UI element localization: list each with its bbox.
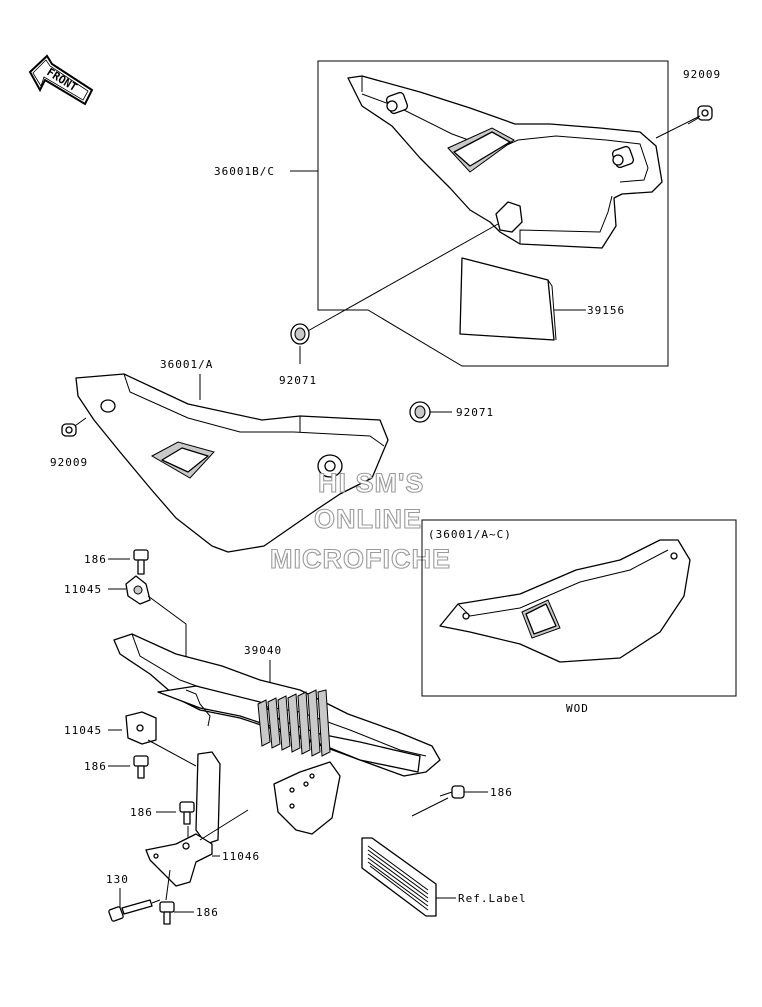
label-186-a: 186 bbox=[84, 553, 107, 566]
bolt-186-c[interactable] bbox=[439, 785, 465, 799]
label-186-b: 186 bbox=[84, 760, 107, 773]
inset-code: WOD bbox=[566, 702, 589, 715]
bracket-11045-b[interactable] bbox=[125, 711, 157, 745]
label-36001bc: 36001B/C bbox=[214, 165, 275, 178]
watermark-line1: HI SM'S bbox=[318, 468, 424, 498]
label-92009-top: 92009 bbox=[683, 68, 721, 81]
label-39040: 39040 bbox=[244, 644, 282, 657]
filter-pad-39156[interactable] bbox=[459, 257, 557, 341]
inset-box bbox=[421, 519, 737, 697]
clip-11045-a[interactable] bbox=[125, 575, 151, 605]
inset-side-cover[interactable] bbox=[439, 539, 691, 663]
reference-label-plate[interactable] bbox=[361, 837, 437, 917]
label-92071-b: 92071 bbox=[456, 406, 494, 419]
label-39156: 39156 bbox=[587, 304, 625, 317]
label-92071-a: 92071 bbox=[279, 374, 317, 387]
label-186-c: 186 bbox=[490, 786, 513, 799]
side-cover-36001a[interactable] bbox=[75, 373, 389, 553]
watermark-line2: ONLINE bbox=[314, 504, 422, 534]
grommet-92071-b[interactable] bbox=[409, 401, 431, 423]
label-11046: 11046 bbox=[222, 850, 260, 863]
label-11045-b: 11045 bbox=[64, 724, 102, 737]
bolt-186-a[interactable] bbox=[133, 549, 149, 575]
bolt-186-e[interactable] bbox=[159, 901, 175, 925]
upper-group-outline bbox=[317, 60, 669, 367]
guard-ribs bbox=[257, 689, 331, 757]
bolt-130[interactable] bbox=[108, 899, 153, 922]
screw-92009-left[interactable] bbox=[61, 417, 87, 437]
side-cover-36001bc[interactable] bbox=[347, 75, 663, 249]
watermark-line3: MICROFICHE bbox=[270, 544, 451, 574]
grommet-92071-a[interactable] bbox=[290, 323, 310, 345]
inset-title: (36001/A~C) bbox=[428, 528, 512, 541]
label-130: 130 bbox=[106, 873, 129, 886]
chain-guard-39040[interactable] bbox=[113, 633, 441, 845]
label-11045-a: 11045 bbox=[64, 583, 102, 596]
label-36001a: 36001/A bbox=[160, 358, 213, 371]
screw-92009-top[interactable] bbox=[687, 105, 713, 125]
label-186-d: 186 bbox=[130, 806, 153, 819]
label-ref-label: Ref.Label bbox=[458, 892, 527, 905]
label-92009-left: 92009 bbox=[50, 456, 88, 469]
front-arrow-icon: FRONT bbox=[28, 54, 94, 106]
label-186-e: 186 bbox=[196, 906, 219, 919]
bracket-11046[interactable] bbox=[145, 833, 213, 887]
watermark: HI SM'S ONLINE MICROFICHE bbox=[269, 467, 451, 574]
bolt-186-d[interactable] bbox=[179, 801, 195, 825]
bolt-186-b[interactable] bbox=[133, 755, 149, 779]
